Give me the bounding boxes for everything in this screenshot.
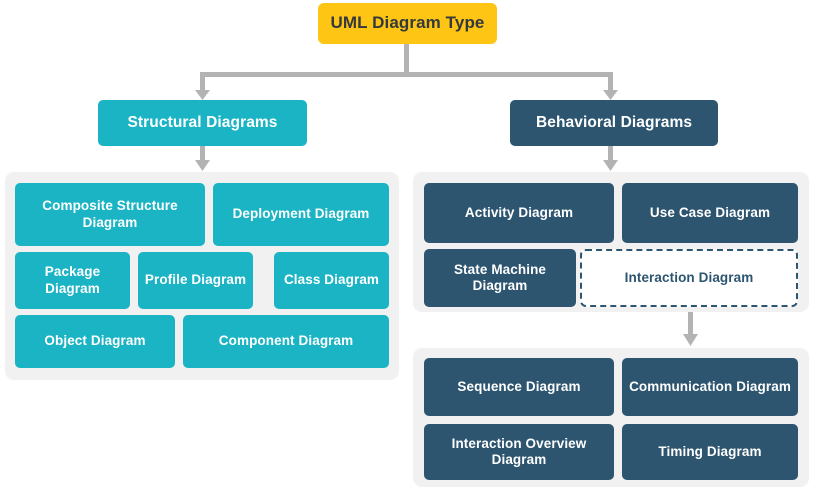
root-node-uml-diagram-type[interactable]: UML Diagram Type <box>318 3 497 44</box>
behavioral-diagrams-panel: Activity Diagram Use Case Diagram State … <box>413 172 809 312</box>
interaction-diagrams-panel: Sequence Diagram Communication Diagram I… <box>413 348 809 487</box>
leaf-node-package-diagram[interactable]: Package Diagram <box>15 252 130 309</box>
structural-diagrams-panel: Composite Structure Diagram Deployment D… <box>5 172 399 380</box>
leaf-node-deployment-diagram[interactable]: Deployment Diagram <box>213 183 389 246</box>
leaf-node-sequence-diagram[interactable]: Sequence Diagram <box>424 358 614 416</box>
leaf-node-class-diagram[interactable]: Class Diagram <box>274 252 389 309</box>
leaf-node-activity-diagram[interactable]: Activity Diagram <box>424 183 614 243</box>
leaf-node-use-case-diagram[interactable]: Use Case Diagram <box>622 183 798 243</box>
leaf-node-timing-diagram[interactable]: Timing Diagram <box>622 424 798 480</box>
leaf-node-composite-structure-diagram[interactable]: Composite Structure Diagram <box>15 183 205 246</box>
branch-node-structural-diagrams[interactable]: Structural Diagrams <box>98 100 307 146</box>
leaf-node-state-machine-diagram[interactable]: State Machine Diagram <box>424 249 576 307</box>
leaf-node-object-diagram[interactable]: Object Diagram <box>15 315 175 368</box>
leaf-node-communication-diagram[interactable]: Communication Diagram <box>622 358 798 416</box>
branch-node-behavioral-diagrams[interactable]: Behavioral Diagrams <box>510 100 718 146</box>
leaf-node-interaction-diagram[interactable]: Interaction Diagram <box>580 249 798 307</box>
leaf-node-component-diagram[interactable]: Component Diagram <box>183 315 389 368</box>
leaf-node-profile-diagram[interactable]: Profile Diagram <box>138 252 253 309</box>
leaf-node-interaction-overview-diagram[interactable]: Interaction Overview Diagram <box>424 424 614 480</box>
